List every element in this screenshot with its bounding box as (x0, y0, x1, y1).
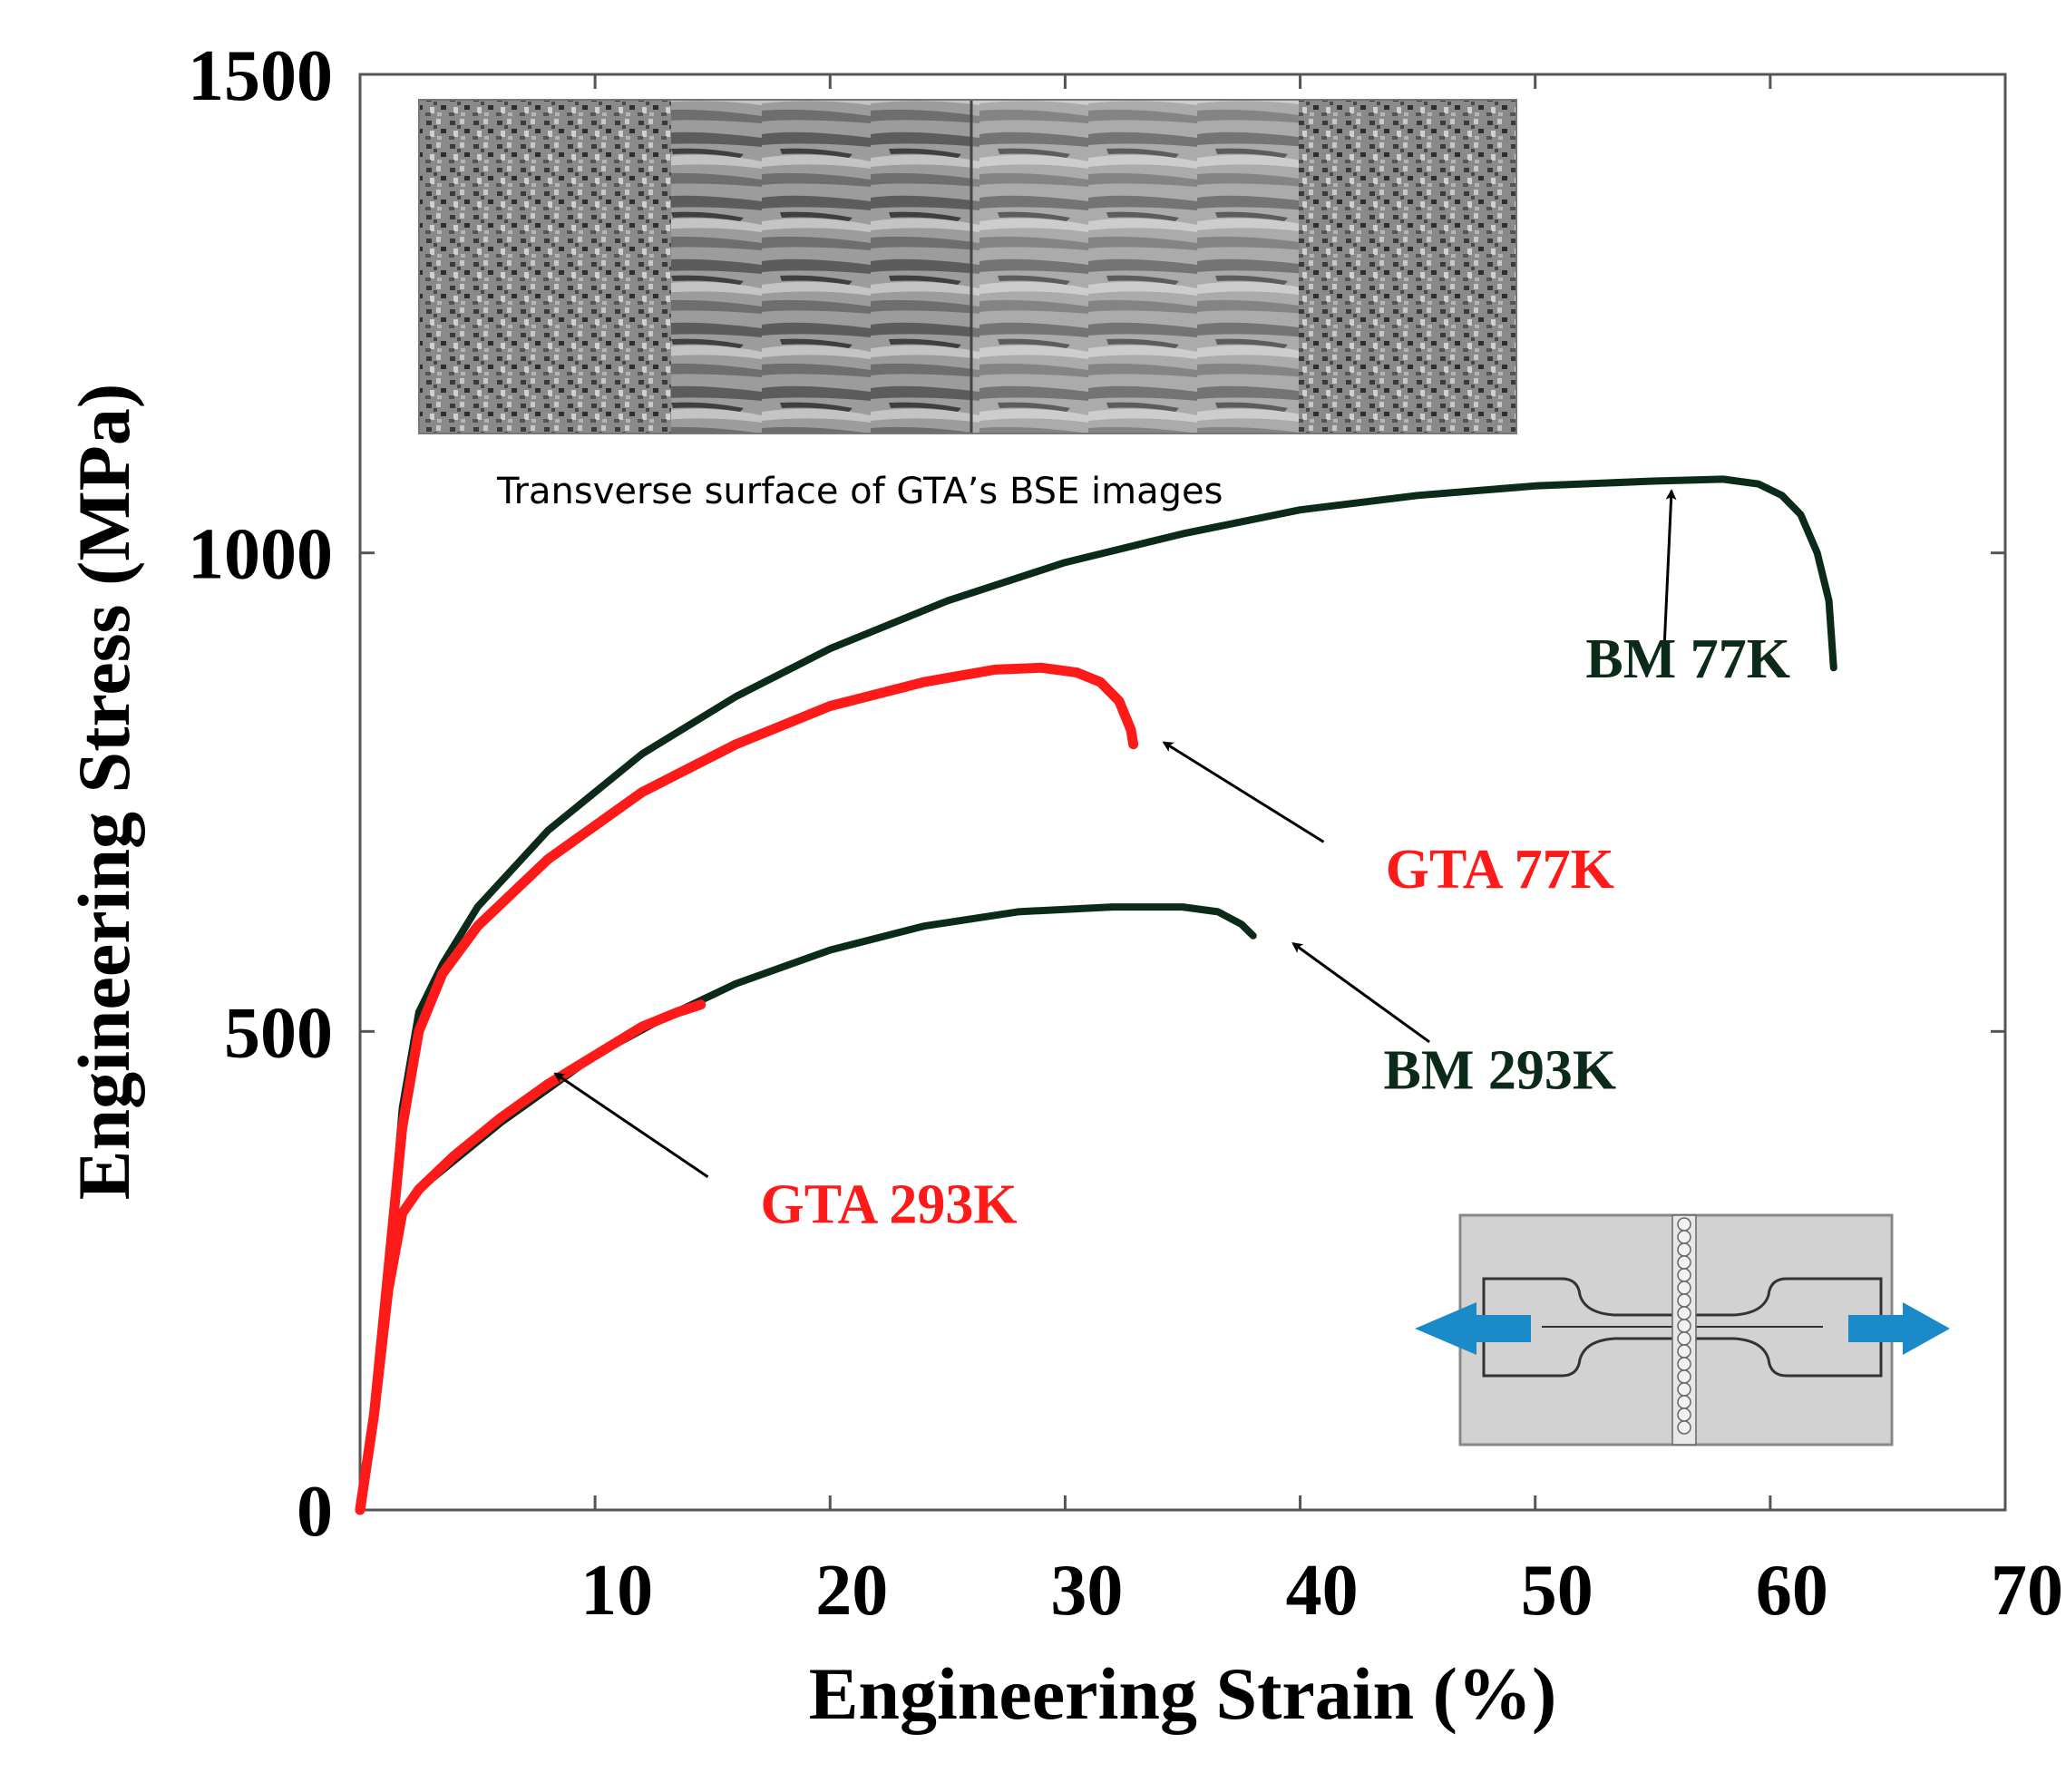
annotation-arrow (1291, 942, 1430, 1044)
series-label: GTA 293K (761, 1174, 1018, 1235)
series-labels: BM 77K GTA 77K BM 293K GTA 293K (553, 489, 1790, 1235)
x-tick-label: 50 (1521, 1551, 1593, 1631)
y-axis-title: Engineering Stress (MPa) (63, 384, 145, 1200)
annotation-arrow (1162, 741, 1325, 843)
x-tick-label: 60 (1756, 1551, 1828, 1631)
x-tick-label: 10 (580, 1551, 653, 1631)
inset-caption: Transverse surface of GTA’s BSE images (496, 471, 1223, 512)
y-tick-label: 500 (224, 993, 333, 1073)
x-tick-label: 30 (1050, 1551, 1123, 1631)
bse-micrograph-inset (418, 99, 1517, 434)
y-tick-label: 1000 (188, 515, 333, 595)
annotation-arrow (1662, 489, 1677, 644)
specimen-schematic (1415, 1213, 1950, 1446)
x-tick-label: 20 (815, 1551, 888, 1631)
series-label: GTA 77K (1386, 839, 1614, 901)
tension-arrow-left-icon (1415, 1302, 1531, 1355)
axis-ticks: 10 20 30 40 50 60 70 0 500 1000 1500 (188, 36, 2063, 1631)
series-line-gta-77k (355, 662, 1139, 1515)
series-line-bm-77k (356, 475, 1837, 1514)
x-tick-label: 40 (1286, 1551, 1359, 1631)
x-tick-label: 70 (1991, 1551, 2063, 1631)
y-tick-label: 1500 (188, 36, 333, 116)
series-lines (355, 475, 1837, 1515)
plot-frame (358, 73, 2007, 1512)
x-axis-title: Engineering Strain (%) (809, 1652, 1557, 1735)
series-label: BM 293K (1384, 1040, 1617, 1102)
series-line-gta-293k (355, 999, 707, 1515)
annotation-arrow (553, 1072, 709, 1178)
series-label: BM 77K (1585, 628, 1790, 690)
tension-arrow-right-icon (1848, 1302, 1950, 1355)
y-tick-label: 0 (297, 1472, 333, 1552)
